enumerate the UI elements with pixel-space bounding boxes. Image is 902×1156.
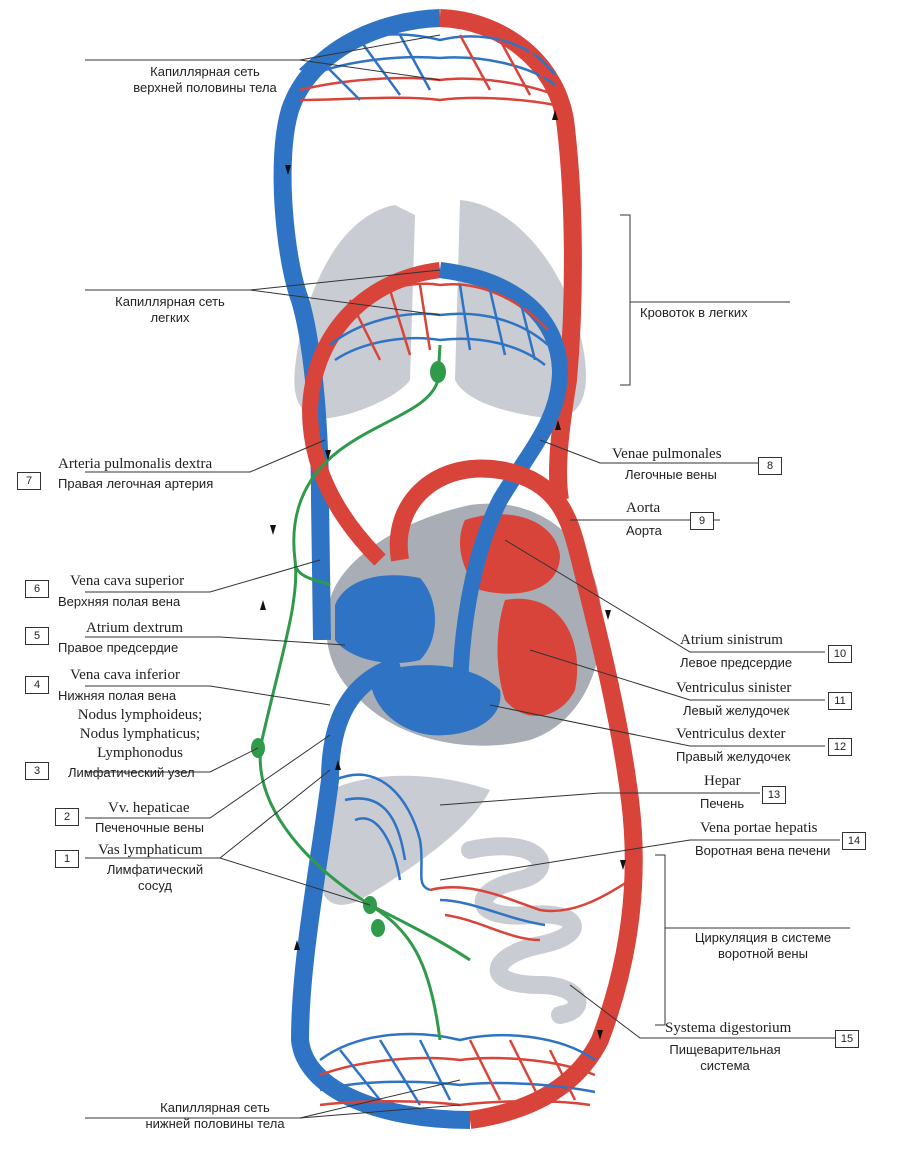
label-3-lat: Nodus lymphoideus; Nodus lymphaticus; Ly… [55, 706, 225, 763]
label-9-ru: Аорта [626, 523, 662, 539]
label-4-ru: Нижняя полая вена [58, 688, 176, 704]
label-3-lat1: Nodus lymphoideus; [55, 706, 225, 725]
label-15-ru1: Пищеварительная [660, 1042, 790, 1058]
label-5-lat: Atrium dextrum [86, 620, 183, 636]
label-9-lat: Aorta [626, 500, 660, 516]
label-13-ru: Печень [700, 796, 744, 812]
upper-capillary-net [300, 34, 555, 105]
num-14: 14 [842, 832, 866, 850]
label-1-lat: Vas lymphaticum [98, 842, 203, 858]
num-4: 4 [25, 676, 49, 694]
num-10: 10 [828, 645, 852, 663]
label-12-ru: Правый желудочек [676, 749, 790, 765]
lymph-node-upper [430, 361, 446, 383]
label-2-ru: Печеночные вены [95, 820, 204, 836]
label-1-ru: Лимфатический сосуд [95, 862, 215, 894]
num-13: 13 [762, 786, 786, 804]
label-3-lat3: Lymphonodus [55, 744, 225, 763]
num-11: 11 [828, 692, 852, 710]
num-7: 7 [17, 472, 41, 490]
digestive-system [470, 846, 577, 1015]
portal-circ-line1: Циркуляция в системе [668, 930, 858, 946]
label-15-ru2: система [660, 1058, 790, 1074]
label-6-lat: Vena cava superior [70, 573, 184, 589]
label-1-ru2: сосуд [95, 878, 215, 894]
label-capillary-lower: Капиллярная сеть нижней половины тела [120, 1100, 310, 1132]
label-3-lat2: Nodus lymphaticus; [55, 725, 225, 744]
label-14-lat: Vena portae hepatis [700, 820, 817, 836]
capillary-lower-line1: Капиллярная сеть [120, 1100, 310, 1116]
label-7-ru: Правая легочная артерия [58, 476, 213, 492]
label-11-lat: Ventriculus sinister [676, 680, 791, 696]
num-9: 9 [690, 512, 714, 530]
label-10-ru: Левое предсердие [680, 655, 792, 671]
capillary-upper-line2: верхней половины тела [110, 80, 300, 96]
label-pulmonary-flow: Кровоток в легких [640, 305, 748, 321]
num-2: 2 [55, 808, 79, 826]
lymph-node-lower2 [371, 919, 385, 937]
label-3-ru: Лимфатический узел [68, 765, 195, 781]
capillary-lower-line2: нижней половины тела [120, 1116, 310, 1132]
label-4-lat: Vena cava inferior [70, 667, 180, 683]
label-11-ru: Левый желудочек [683, 703, 789, 719]
label-portal-circ: Циркуляция в системе воротной вены [668, 930, 858, 962]
num-15: 15 [835, 1030, 859, 1048]
liver [322, 776, 490, 905]
label-10-lat: Atrium sinistrum [680, 632, 783, 648]
label-1-ru1: Лимфатический [95, 862, 215, 878]
label-capillary-upper: Капиллярная сеть верхней половины тела [110, 64, 300, 96]
label-13-lat: Hepar [704, 773, 741, 789]
label-14-ru: Воротная вена печени [695, 843, 830, 859]
num-1: 1 [55, 850, 79, 868]
label-12-lat: Ventriculus dexter [676, 726, 786, 742]
label-15-lat: Systema digestorium [665, 1020, 791, 1036]
label-5-ru: Правое предсердие [58, 640, 178, 656]
right-atrium [335, 575, 435, 663]
label-2-lat: Vv. hepaticae [108, 800, 189, 816]
capillary-upper-line1: Капиллярная сеть [110, 64, 300, 80]
portal-circ-line2: воротной вены [668, 946, 858, 962]
num-6: 6 [25, 580, 49, 598]
label-15-ru: Пищеварительная система [660, 1042, 790, 1074]
capillary-lungs-line2: легких [85, 310, 255, 326]
label-6-ru: Верхняя полая вена [58, 594, 180, 610]
capillary-lungs-line1: Капиллярная сеть [85, 294, 255, 310]
num-8: 8 [758, 457, 782, 475]
num-5: 5 [25, 627, 49, 645]
label-7-lat: Arteria pulmonalis dextra [58, 456, 212, 472]
label-8-lat: Venae pulmonales [612, 446, 722, 462]
num-3: 3 [25, 762, 49, 780]
num-12: 12 [828, 738, 852, 756]
label-capillary-lungs: Капиллярная сеть легких [85, 294, 255, 326]
label-8-ru: Легочные вены [625, 467, 717, 483]
